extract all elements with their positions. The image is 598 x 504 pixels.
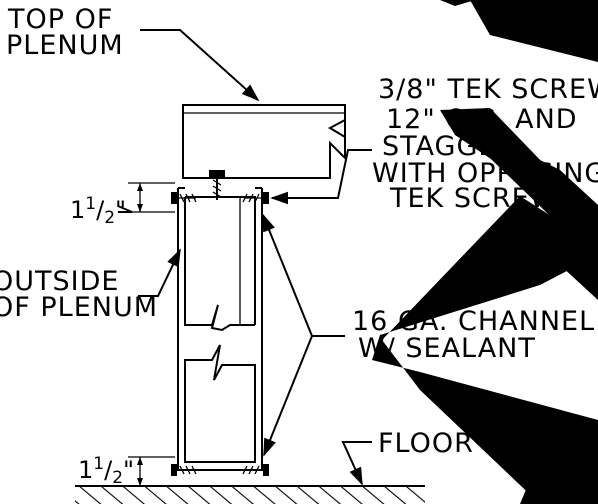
- dimension-upper-label: 11/2": [70, 194, 126, 228]
- floor-slab: [75, 485, 425, 504]
- leader-screw-spec: [270, 149, 372, 205]
- top-plenum-panel: [182, 104, 346, 179]
- channel-wall: [177, 187, 263, 471]
- tek-screw-lower-left: [171, 464, 197, 476]
- leader-top-of-plenum: [140, 29, 260, 102]
- label-floor: FLOOR: [378, 428, 474, 459]
- dimension-lower-label: 11/2": [78, 454, 134, 488]
- leader-outside-of-plenum: [138, 248, 181, 297]
- black-zigzag-logo-icon: [372, 0, 598, 504]
- label-screw-line-1: 3/8" TEK SCREW: [378, 74, 598, 105]
- label-outside-line-2: OF PLENUM: [0, 292, 158, 323]
- tek-screw-upper-right: [242, 192, 269, 204]
- tek-screw-upper-left: [171, 192, 197, 204]
- tek-screw-lower-right: [242, 464, 269, 476]
- label-top-of-plenum-1: TOP OF: [7, 4, 113, 35]
- tek-screw-top: [209, 170, 225, 200]
- dimension-lower: [128, 456, 175, 487]
- label-channel-line-1: 16 GA. CHANNEL: [352, 306, 595, 337]
- leader-channel-upper: [262, 213, 345, 337]
- label-outside-line-1: OUTSIDE: [0, 266, 119, 297]
- label-top-of-plenum-2: PLENUM: [6, 30, 124, 61]
- leader-floor: [341, 441, 372, 486]
- dimension-upper: [117, 182, 175, 213]
- leader-channel-lower: [263, 335, 313, 457]
